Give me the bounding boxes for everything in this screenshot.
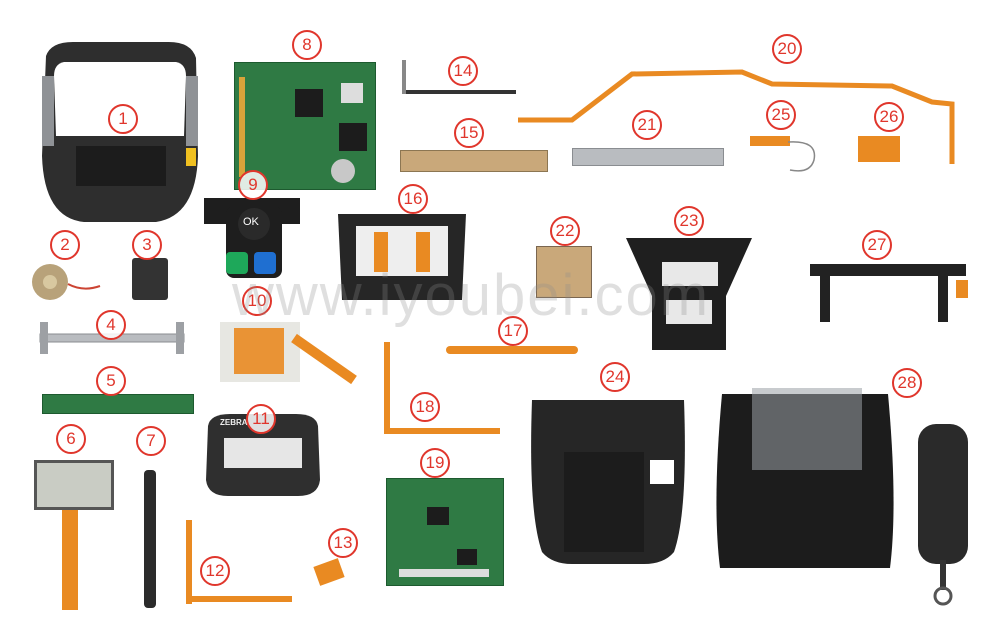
callout-23: 23 bbox=[674, 206, 704, 236]
callout-1: 1 bbox=[108, 104, 138, 134]
platen-roller bbox=[144, 470, 156, 608]
flex-cable-17 bbox=[446, 346, 578, 354]
callout-14: 14 bbox=[448, 56, 478, 86]
callout-26: 26 bbox=[874, 102, 904, 132]
flex-cable-12a bbox=[186, 520, 192, 604]
lcd-display bbox=[34, 460, 114, 510]
callout-25: 25 bbox=[766, 100, 796, 130]
callout-11: 11 bbox=[246, 404, 276, 434]
keypad-flex-assembly bbox=[214, 318, 364, 386]
middle-frame bbox=[334, 210, 470, 302]
watermark-text: www.iyoubei.com bbox=[232, 263, 711, 328]
callout-4: 4 bbox=[96, 310, 126, 340]
callout-19: 19 bbox=[420, 448, 450, 478]
callout-9: 9 bbox=[238, 170, 268, 200]
back-housing bbox=[524, 392, 692, 568]
sub-board bbox=[386, 478, 504, 586]
printhead bbox=[400, 150, 548, 172]
bumper-cover: ZEBRA bbox=[200, 410, 326, 498]
antenna bbox=[748, 130, 824, 176]
rubber-pad bbox=[132, 258, 168, 300]
front-bezel bbox=[622, 234, 756, 354]
flex-cable-13 bbox=[313, 558, 345, 586]
callout-10: 10 bbox=[242, 286, 272, 316]
callout-22: 22 bbox=[550, 216, 580, 246]
callout-12: 12 bbox=[200, 556, 230, 586]
shoulder-strap bbox=[912, 420, 974, 610]
callout-24: 24 bbox=[600, 362, 630, 392]
callout-3: 3 bbox=[132, 230, 162, 260]
callout-2: 2 bbox=[50, 230, 80, 260]
callout-20: 20 bbox=[772, 34, 802, 64]
callout-28: 28 bbox=[892, 368, 922, 398]
callout-5: 5 bbox=[96, 366, 126, 396]
tear-bar-rod bbox=[400, 60, 520, 100]
lcd-flex-cable bbox=[62, 510, 78, 610]
callout-6: 6 bbox=[56, 424, 86, 454]
keypad-ok-label: OK bbox=[243, 216, 259, 228]
callout-7: 7 bbox=[136, 426, 166, 456]
callout-15: 15 bbox=[454, 118, 484, 148]
callout-27: 27 bbox=[862, 230, 892, 260]
callout-18: 18 bbox=[410, 392, 440, 422]
flex-cable-12b bbox=[186, 596, 292, 602]
printhead-bracket bbox=[572, 148, 724, 166]
callout-17: 17 bbox=[498, 316, 528, 346]
main-board bbox=[234, 62, 376, 190]
callout-21: 21 bbox=[632, 110, 662, 140]
flex-cable-20 bbox=[512, 54, 972, 174]
black-bracket bbox=[806, 260, 972, 324]
callout-8: 8 bbox=[292, 30, 322, 60]
soft-case bbox=[708, 384, 902, 574]
flex-cable-18b bbox=[384, 428, 500, 434]
stepper-motor bbox=[28, 262, 103, 302]
callout-16: 16 bbox=[398, 184, 428, 214]
callout-13: 13 bbox=[328, 528, 358, 558]
brand-label: ZEBRA bbox=[220, 418, 248, 427]
sensor-pcb-strip bbox=[42, 394, 194, 414]
radio-module bbox=[536, 246, 592, 298]
flex-cable-26 bbox=[858, 136, 900, 162]
flex-cable-18a bbox=[384, 342, 390, 434]
keypad-membrane: OK bbox=[204, 196, 300, 282]
